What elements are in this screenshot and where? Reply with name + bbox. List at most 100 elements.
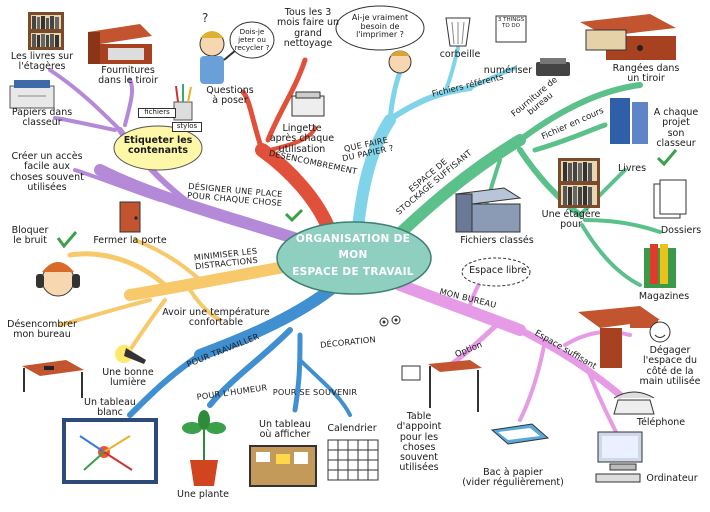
- sub-branch-questions: [240, 89, 265, 153]
- espace-libre-cloud: [461, 257, 531, 287]
- sub-branch-etagere: [517, 147, 583, 218]
- label-etiqueter: Etiqueter les contenants: [123, 135, 193, 157]
- label-temperature: Avoir une température confortable: [162, 307, 270, 329]
- branch-bureau: [394, 279, 526, 336]
- sub-branch-lingette: [268, 126, 317, 152]
- label-espace-libre: Espace libre: [469, 265, 527, 276]
- label-calendrier: Calendrier: [327, 423, 377, 434]
- desk-drawer-icon: [88, 24, 152, 64]
- label-telephone: Téléphone: [636, 417, 686, 428]
- sub-branch-acces: [73, 168, 162, 202]
- label-magazines: Magazines: [638, 291, 690, 302]
- bubble-dois-jeter: [229, 21, 275, 59]
- branch-desencombrement: [255, 143, 337, 239]
- center-title-line1: ORGANISATION DE MON: [295, 233, 411, 262]
- label-livres: Livres: [617, 163, 647, 174]
- etiqueter-cloud: [113, 125, 203, 171]
- sub-branch-espace-suffisant: [516, 326, 624, 399]
- filing-cabinet-icon: [9, 80, 55, 109]
- computer-icon: [595, 431, 643, 483]
- checkmark-icon: [284, 208, 304, 223]
- door-icon: [119, 201, 141, 233]
- sub-branch-numeriser: [468, 66, 517, 90]
- plant-icon: [182, 410, 226, 486]
- sub-branch-porte: [133, 238, 202, 282]
- center-title-line2: ESPACE DE TRAVAIL: [292, 265, 414, 278]
- bubble-imprimer-text: Ai-je vraiment besoin de l'imprimer ?: [351, 13, 409, 40]
- center-title: ORGANISATION DE MON ESPACE DE TRAVAIL: [283, 231, 423, 280]
- label-degager: Dégager l'espace du côté de la main util…: [639, 345, 701, 387]
- sub-branch-fichiers-referents: [389, 85, 473, 121]
- desk-icon: [22, 360, 84, 398]
- checkmark-icon: [656, 149, 678, 167]
- sub-branch-papiers: [53, 116, 117, 132]
- label-ordinateur: Ordinateur: [646, 473, 698, 484]
- bubble-dois-jeter-text: Dois-je jeter ou recycler ?: [234, 27, 270, 52]
- tag-fichiers: fichiers: [138, 108, 176, 118]
- sub-branch-temperature: [188, 288, 222, 322]
- sub-branch-humeur: [207, 327, 293, 408]
- label-desencombrer: Désencombrer mon bureau: [7, 319, 77, 341]
- sub-branch-degager: [563, 330, 632, 347]
- label-table-appoint: Table d'appoint pour les choses souvent …: [396, 411, 442, 474]
- person-doubt-icon: [388, 50, 412, 74]
- tag-stylos: stylos: [172, 122, 202, 132]
- wipes-icon: [291, 91, 325, 117]
- corner-desk-icon: [578, 306, 660, 368]
- sub-branch-fournitures: [123, 78, 135, 127]
- label-corbeille: corbeille: [439, 49, 481, 60]
- sub-branch-dossiers: [583, 218, 662, 234]
- sub-branch-fourniture: [517, 82, 643, 143]
- branch-distractions: [124, 259, 301, 301]
- sub-branch-corbeille: [443, 46, 460, 94]
- label-numeriser: numériser: [483, 65, 533, 76]
- label-nettoyage: Tous les 3 mois faire un grand nettoyage: [276, 7, 340, 49]
- label-bac-papier: Bac à papier (vider régulièrement): [462, 467, 564, 489]
- label-plante: Une plante: [177, 489, 229, 500]
- file-box-icon: [454, 187, 522, 233]
- label-ranges-tiroir: Rangées dans un tiroir: [612, 63, 680, 85]
- eyes-icon: [379, 315, 401, 327]
- sub-branch-tableau-blanc: [127, 352, 203, 418]
- sub-branch-calendrier: [298, 358, 352, 417]
- sub-branch-lumiere: [128, 298, 167, 352]
- label-lumiere: Une bonne lumière: [102, 367, 154, 389]
- bubble-imprimer: [335, 5, 425, 51]
- trash-bin-icon: [445, 17, 471, 47]
- paper-tray-icon: [490, 423, 550, 445]
- branch-stockage: [389, 134, 526, 244]
- sub-branch-souvenir: [292, 332, 303, 413]
- branch-quefaire: [352, 114, 396, 234]
- label-chaque-projet: A chaque projet son classeur: [653, 107, 699, 149]
- label-acces-facile: Créer un accès facile aux choses souvent…: [10, 151, 84, 193]
- person-thinking-icon: [199, 31, 237, 84]
- branch-travailler: [194, 284, 336, 361]
- label-fournitures-tiroir: Fournitures dans le tiroir: [98, 65, 158, 87]
- label-questions: Questions à poser: [206, 85, 254, 107]
- label-etagere-pour: Une étagère pour: [541, 209, 601, 231]
- sub-branch-desencombrer: [58, 298, 152, 327]
- note-card-text: 3 THINGS TO DO: [497, 17, 525, 29]
- pencil-cup-icon: [173, 84, 193, 121]
- sub-branch-imprimer: [387, 69, 403, 123]
- calendar-icon: [327, 439, 379, 481]
- bookshelf-icon: [28, 12, 64, 50]
- label-lingette: Lingette après chaque utilisation: [269, 123, 335, 155]
- label-dossiers: Dossiers: [660, 225, 702, 236]
- center-node: [276, 221, 432, 295]
- corkboard-icon: [249, 445, 317, 487]
- sub-branch-bruit: [67, 251, 173, 293]
- sub-branch-fichier-cours: [532, 122, 608, 153]
- sub-branch-livres: [578, 168, 627, 217]
- label-fermer-porte: Fermer la porte: [93, 235, 167, 246]
- binder-icon: [610, 98, 648, 144]
- sub-branch-bac: [518, 338, 547, 422]
- magazines-icon: [644, 244, 676, 288]
- drawer-unit-icon: [580, 14, 676, 60]
- folders-icon: [653, 179, 687, 219]
- label-tableau-blanc: Un tableau blanc: [84, 397, 136, 419]
- label-livres-etageres: Les livres sur l'étagères: [10, 51, 74, 73]
- lamp-icon: [115, 345, 146, 364]
